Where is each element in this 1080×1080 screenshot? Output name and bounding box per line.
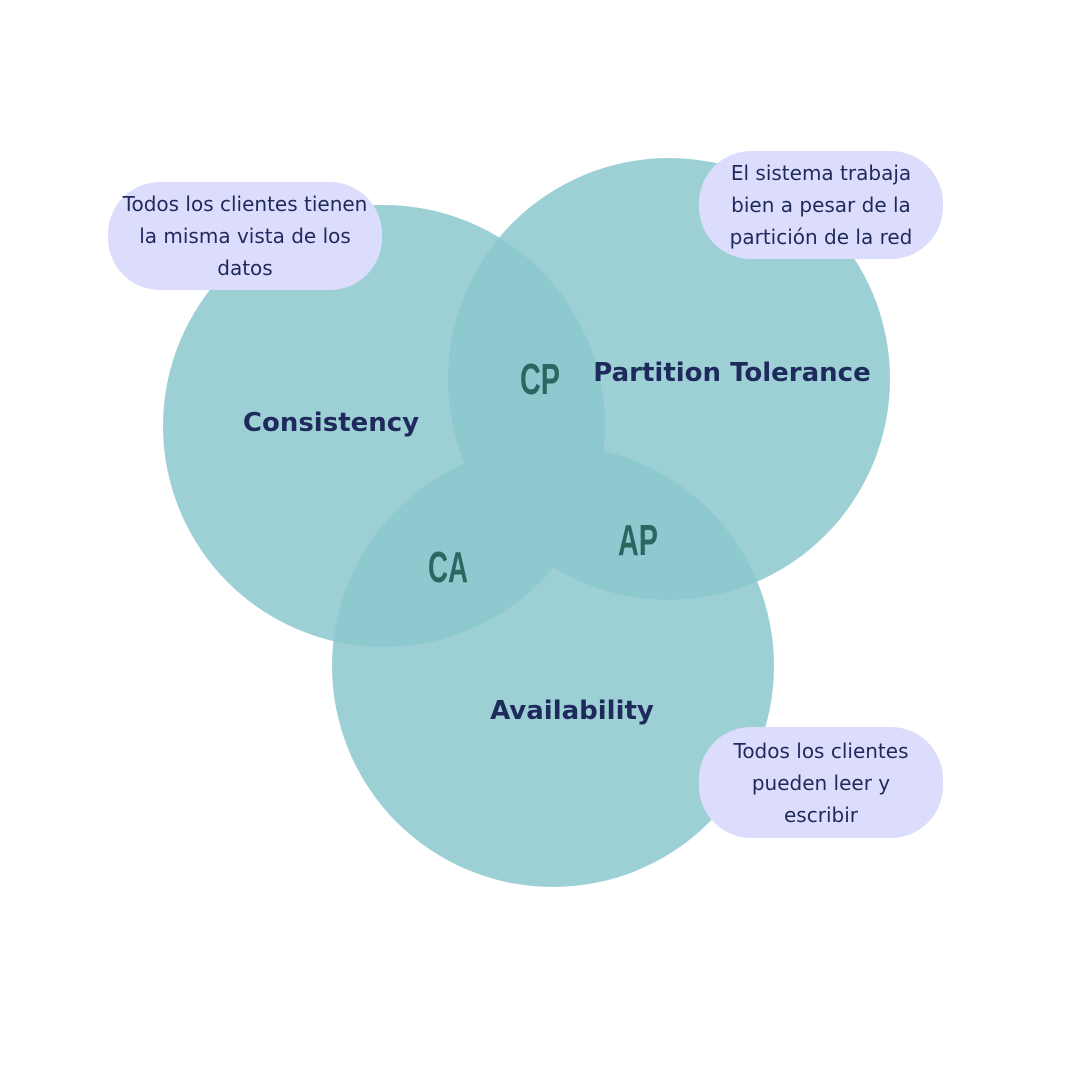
ap-intersection-label: AP xyxy=(618,516,658,565)
consistency-callout-text: Todos los clientes tienen la misma vista… xyxy=(122,192,368,280)
availability-callout: Todos los clientes pueden leer y escribi… xyxy=(699,727,943,838)
ca-intersection-label: CA xyxy=(428,543,468,592)
availability-callout-text: Todos los clientes pueden leer y escribi… xyxy=(733,738,909,827)
partition-tolerance-callout-text: El sistema trabaja bien a pesar de la pa… xyxy=(729,161,913,249)
cp-intersection-label: CP xyxy=(520,355,560,404)
availability-label: Availability xyxy=(490,696,654,726)
consistency-label: Consistency xyxy=(243,408,419,438)
consistency-callout: Todos los clientes tienen la misma vista… xyxy=(108,182,382,290)
partition-tolerance-label: Partition Tolerance xyxy=(593,358,870,388)
availability-circle xyxy=(332,445,774,887)
partition-tolerance-callout: El sistema trabaja bien a pesar de la pa… xyxy=(699,151,943,259)
